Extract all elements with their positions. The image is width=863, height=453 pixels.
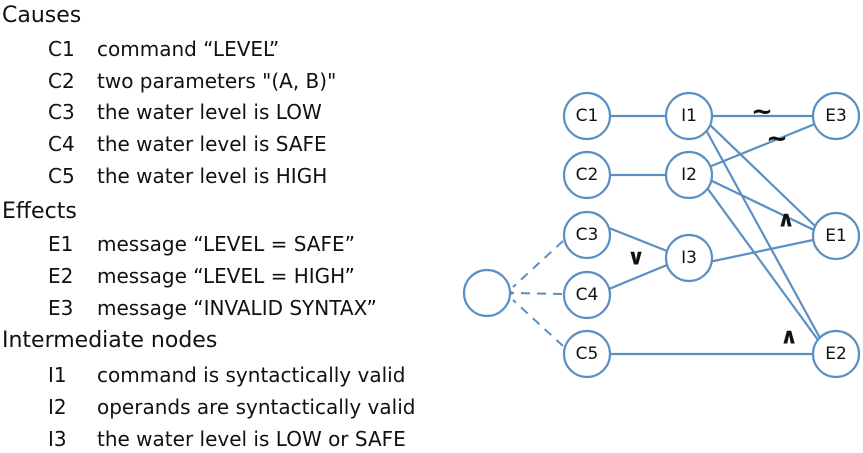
- cause-code: C4: [48, 132, 75, 156]
- node-i1: [664, 91, 714, 141]
- operators: ~ ~ ∨ ∧ ∧: [627, 97, 798, 350]
- cause-row-c3: C3 the water level is LOW: [48, 98, 322, 126]
- cause-code: C2: [48, 69, 75, 93]
- label-c5: C5: [576, 344, 599, 364]
- cause-row-c4: C4 the water level is SAFE: [48, 130, 327, 158]
- cause-text: the water level is SAFE: [97, 132, 327, 156]
- effect-row-e3: E3 message “INVALID SYNTAX”: [48, 294, 377, 322]
- node-c2: [562, 150, 612, 200]
- label-i1: I1: [681, 106, 697, 126]
- label-c3: C3: [576, 225, 599, 245]
- cause-text: command “LEVEL”: [97, 37, 280, 61]
- node-constraint: [462, 268, 512, 318]
- edge-i3-e1: [708, 238, 814, 264]
- label-c4: C4: [576, 285, 599, 305]
- cause-code: C5: [48, 164, 75, 188]
- label-c2: C2: [576, 165, 599, 185]
- label-e3: E3: [825, 106, 847, 126]
- intermediate-heading: Intermediate nodes: [2, 328, 218, 353]
- effect-code: E1: [48, 232, 74, 256]
- node-c3: [562, 210, 612, 260]
- and-operator-e1: ∧: [777, 208, 795, 233]
- intermediate-text: command is syntactically valid: [97, 363, 406, 387]
- effect-code: E3: [48, 296, 74, 320]
- node-c1: [562, 91, 612, 141]
- edge-c3-i3: [608, 226, 668, 253]
- not-operator-i1-e3: ~: [751, 97, 773, 127]
- effect-row-e1: E1 message “LEVEL = SAFE”: [48, 230, 355, 258]
- intermediate-row-i2: I2 operands are syntactically valid: [48, 393, 415, 421]
- label-i2: I2: [681, 165, 697, 185]
- node-e2: [811, 329, 861, 379]
- not-operator-i2-e3: ~: [766, 124, 788, 154]
- cause-code: C1: [48, 37, 75, 61]
- nodes: [462, 91, 861, 379]
- effect-code: E2: [48, 264, 74, 288]
- effect-text: message “INVALID SYNTAX”: [97, 296, 377, 320]
- label-i3: I3: [681, 248, 697, 268]
- edge-i2-e1: [709, 179, 815, 231]
- node-c4: [562, 270, 612, 320]
- node-i2: [664, 150, 714, 200]
- edge-i1-e2: [705, 129, 821, 339]
- edge-c4-i3: [608, 263, 668, 291]
- effect-text: message “LEVEL = HIGH”: [97, 264, 355, 288]
- node-labels: C1 C2 C3 C4 C5 I1 I2 I3 E3 E1 E2: [576, 106, 847, 364]
- effects-heading: Effects: [2, 199, 77, 224]
- cause-text: the water level is HIGH: [97, 164, 328, 188]
- constraint-edges: [512, 240, 564, 347]
- and-operator-e2: ∧: [780, 325, 798, 350]
- constraint-edge-c4: [513, 293, 563, 294]
- effect-text: message “LEVEL = SAFE”: [97, 232, 355, 256]
- or-operator-i3: ∨: [627, 246, 645, 271]
- cause-text: the water level is LOW: [97, 100, 322, 124]
- intermediate-row-i1: I1 command is syntactically valid: [48, 361, 405, 389]
- node-i3: [664, 233, 714, 283]
- effect-row-e2: E2 message “LEVEL = HIGH”: [48, 262, 355, 290]
- intermediate-code: I1: [48, 363, 67, 387]
- cause-text: two parameters "(A, B)": [97, 69, 337, 93]
- node-e3: [811, 91, 861, 141]
- intermediate-code: I3: [48, 427, 67, 451]
- causes-heading: Causes: [2, 3, 82, 28]
- constraint-edge-c5: [512, 299, 564, 347]
- intermediate-row-i3: I3 the water level is LOW or SAFE: [48, 425, 406, 453]
- cause-code: C3: [48, 100, 75, 124]
- constraint-edge-c3: [512, 240, 564, 288]
- intermediate-code: I2: [48, 395, 67, 419]
- edges: [608, 114, 821, 356]
- edge-i2-e3: [708, 122, 816, 169]
- label-e2: E2: [825, 344, 847, 364]
- label-c1: C1: [576, 106, 599, 126]
- cause-row-c2: C2 two parameters "(A, B)": [48, 67, 336, 95]
- cause-row-c1: C1 command “LEVEL”: [48, 35, 279, 63]
- intermediate-text: operands are syntactically valid: [97, 395, 416, 419]
- cause-row-c5: C5 the water level is HIGH: [48, 162, 327, 190]
- edge-i2-e2: [704, 184, 819, 341]
- node-e1: [811, 211, 861, 261]
- node-c5: [562, 329, 612, 379]
- intermediate-text: the water level is LOW or SAFE: [97, 427, 406, 451]
- label-e1: E1: [825, 226, 847, 246]
- edge-i1-e1: [708, 123, 816, 227]
